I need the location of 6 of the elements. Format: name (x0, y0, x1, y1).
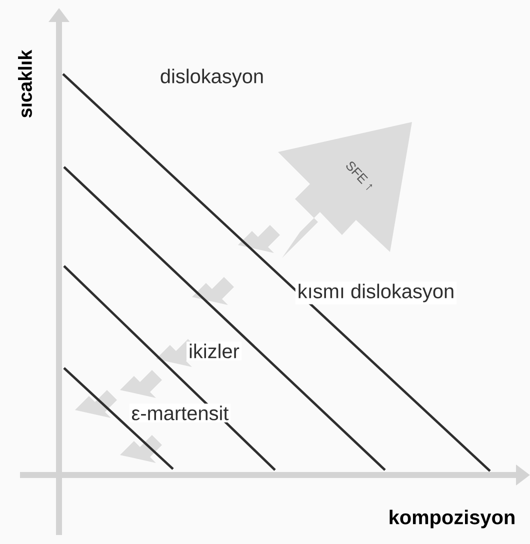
region-label: ε-martensit (129, 404, 231, 422)
region-label: dislokasyon (160, 68, 263, 88)
axis-label: sıcaklık (18, 50, 32, 118)
region-label: kısmı dislokasyon (295, 282, 457, 304)
region-label: ikizler (186, 342, 242, 360)
axis-label: kompozisyon (390, 510, 514, 528)
